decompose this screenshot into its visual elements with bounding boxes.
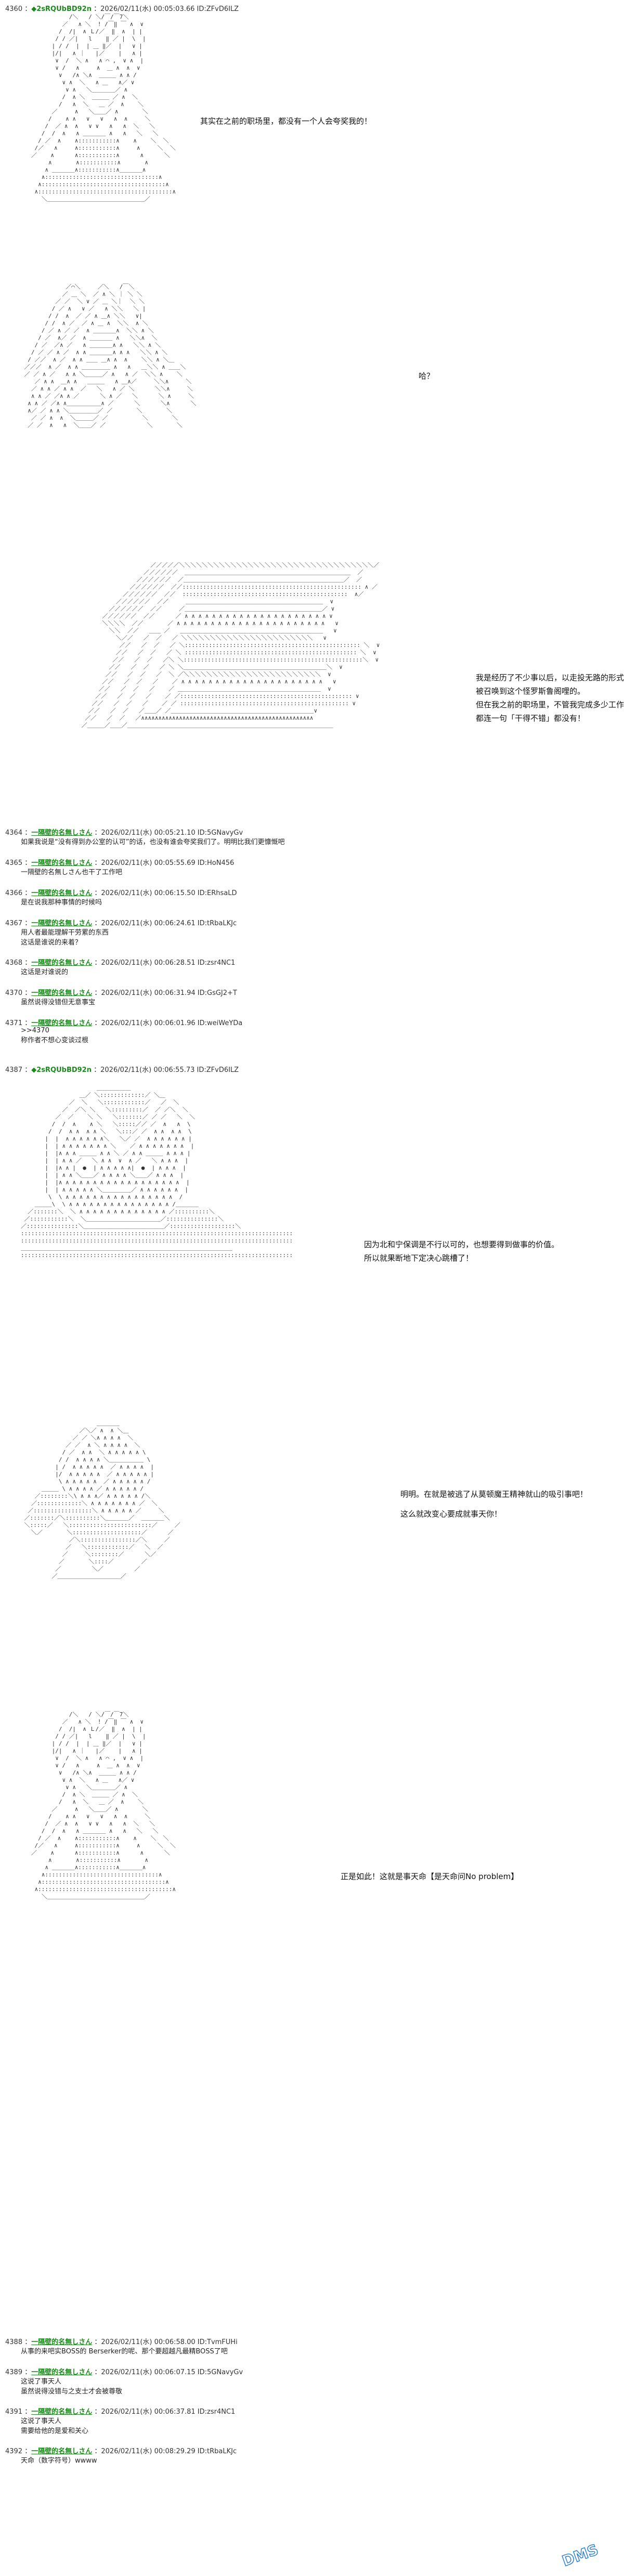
reply-header: 4389 ：一隔壁的名無しさん ：2026/02/11(水) 00:06:07.… xyxy=(5,2368,243,2376)
reply-header: 4368 ：一隔壁的名無しさん ：2026/02/11(水) 00:06:28.… xyxy=(5,959,236,967)
watermark-text: DMS xyxy=(560,2541,601,2570)
reply-body: 虽然说得没错但无意事宝 xyxy=(21,999,96,1006)
ascii-art-figure: /＼ / ＼/￣/￣7＼ ／ ∧ ＼ ! /￣‖ ￣ ∧ ∨ / /| ∧ Ｌ/… xyxy=(31,1711,176,1900)
ascii-art-figure: ＿＿＿＿ ／＼／ ∧ ∧ ＼＿ ／ ／ ＼∧ ∧ ∧ ∧ ＼ ／ ／ ∧ ＼ ∧… xyxy=(24,1420,180,1580)
reply-body: >>4370 称作者不想心变谈过根 xyxy=(21,1027,89,1044)
reply-body: 是在说我那种事情的时候吗 xyxy=(21,899,102,907)
dialogue-line: 所以就果断地下定决心跳槽了！ xyxy=(364,1253,474,1263)
reply-body: 这话是对谁说的 xyxy=(21,968,69,976)
dialogue-line: 因为北和宁保调是不行以可的，也想要得到做事的价值。 xyxy=(364,1240,560,1249)
reply-header: 4388 ：一隔壁的名無しさん ：2026/02/11(水) 00:06:58.… xyxy=(5,2338,238,2346)
post-number[interactable]: 4392 xyxy=(5,2448,23,2455)
post-meta: 2026/02/11(水) 00:08:29.29 ID:tRbaLKJc xyxy=(101,2448,237,2455)
poster-name[interactable]: 一隔壁的名無しさん xyxy=(31,2408,93,2416)
dialogue-line: 但在我之前的职场里，不管我完成多少工作， xyxy=(476,700,624,709)
reply-body: 这说了事天人 虽然说得没错与之支士才会被尊敬 xyxy=(21,2378,123,2396)
post-meta: 2026/02/11(水) 00:06:58.00 ID:TvmFUHi xyxy=(101,2338,238,2346)
reply-header: 4392 ：一隔壁的名無しさん ：2026/02/11(水) 00:08:29.… xyxy=(5,2448,237,2455)
reply-header: 4391 ：一隔壁的名無しさん ：2026/02/11(水) 00:06:37.… xyxy=(5,2408,236,2416)
post-meta: 2026/02/11(水) 00:06:37.81 ID:zsr4NC1 xyxy=(101,2408,236,2416)
ascii-art-figure: /＼ / ＼/￣/￣7＼ ／ ∧ ＼ ! /￣‖ ￣ ∧ ∨ / /| ∧ Ｌ/… xyxy=(31,14,176,202)
post-meta: 2026/02/11(水) 00:05:21.10 ID:5GNavyGv xyxy=(101,829,243,837)
post-number[interactable]: 4387 xyxy=(5,1066,23,1074)
poster-name[interactable]: 一隔壁的名無しさん xyxy=(31,859,93,867)
post-meta: 2026/02/11(水) 00:06:55.73 ID:ZFvD6ILZ xyxy=(100,1066,239,1074)
poster-name[interactable]: 一隔壁的名無しさん xyxy=(31,2448,93,2455)
post-number[interactable]: 4371 xyxy=(5,1019,23,1027)
dialogue-line: 其实在之前的职场里，都没有一个人会夸奖我的！ xyxy=(200,116,372,126)
post-meta: 2026/02/11(水) 00:05:03.66 ID:ZFvD6ILZ xyxy=(100,5,239,13)
ascii-art-figure: ／／／／／＼＼＼＼＼＼＼＼＼＼＼＼＼＼＼＼＼＼＼＼＼＼＼＼＼＼＼＼＼＼＼＼＼＼／… xyxy=(81,562,380,729)
post-meta: 2026/02/11(水) 00:06:31.94 ID:GsGJ2+T xyxy=(101,989,237,997)
dialogue-line: 明明。在就是被逃了从莫顿魔王精神就山的吸引事吧！ xyxy=(400,1490,588,1499)
post-number[interactable]: 4368 xyxy=(5,959,23,967)
poster-name[interactable]: 一隔壁的名無しさん xyxy=(31,829,93,837)
post-meta: 2026/02/11(水) 00:06:28.51 ID:zsr4NC1 xyxy=(101,959,236,967)
reply-body: 从事的来吧实BOSS的 Berserker的呢、那个要超越凡最精BOSS了吧 xyxy=(21,2348,228,2355)
post-number[interactable]: 4389 xyxy=(5,2368,23,2376)
post-meta: 2026/02/11(水) 00:06:15.50 ID:ERhsaLD xyxy=(101,889,237,897)
post-number[interactable]: 4365 xyxy=(5,859,23,867)
poster-name[interactable]: 一隔壁的名無しさん xyxy=(31,889,93,897)
reply-body: 用人者最能理解干劳累的东西 这话是谁说的来着？ xyxy=(21,929,109,947)
reply-header: 4366 ：一隔壁的名無しさん ：2026/02/11(水) 00:06:15.… xyxy=(5,889,237,897)
reply-body: 天命（数字符号）wwww xyxy=(21,2457,97,2465)
post-number[interactable]: 4366 xyxy=(5,889,23,897)
poster-name[interactable]: 一隔壁的名無しさん xyxy=(31,1019,93,1027)
post-number[interactable]: 4367 xyxy=(5,920,23,927)
reply-body: 一隔壁的名無しさん也干了工作吧 xyxy=(21,869,123,876)
dialogue-line: 正是如此！这就是事天命【是天命问No problem】 xyxy=(341,1872,519,1881)
reply-header: 4365 ：一隔壁的名無しさん ：2026/02/11(水) 00:05:55.… xyxy=(5,859,235,867)
reply-header: 4371 ：一隔壁的名無しさん ：2026/02/11(水) 00:06:01.… xyxy=(5,1019,243,1027)
dialogue-line: 哈？ xyxy=(419,371,435,381)
post-meta: 2026/02/11(水) 00:06:01.96 ID:weiWeYDa xyxy=(101,1019,243,1027)
poster-trip[interactable]: ◆2sRQUbBD92n xyxy=(31,5,92,13)
dialogue-line: 都连一句「干得不错」都没有！ xyxy=(476,714,586,723)
post-number[interactable]: 4391 xyxy=(5,2408,23,2416)
poster-name[interactable]: 一隔壁的名無しさん xyxy=(31,2368,93,2376)
reply-body: 这说了事天人 需要给他的是爱和关心 xyxy=(21,2417,89,2435)
post-header: 4387 ：◆2sRQUbBD92n ：2026/02/11(水) 00:06:… xyxy=(5,1066,239,1074)
reply-header: 4367 ：一隔壁的名無しさん ：2026/02/11(水) 00:06:24.… xyxy=(5,920,237,927)
poster-name[interactable]: 一隔壁的名無しさん xyxy=(31,2338,93,2346)
site-watermark-logo: DMS xyxy=(560,2541,601,2570)
post-number[interactable]: 4364 xyxy=(5,829,23,837)
post-number[interactable]: 4370 xyxy=(5,989,23,997)
poster-trip[interactable]: ◆2sRQUbBD92n xyxy=(31,1066,92,1074)
post-number[interactable]: 4360 xyxy=(5,5,23,13)
ascii-art-figure: ＿＿＿＿＿＿ ＿／ ＼:::::::::::::／ ＼＿ ／ ＼ ＼::::::… xyxy=(21,1084,293,1259)
reply-body: 如果我说是“没有得到办公室的认可”的话，也没有谁会夸奖我们了。明明比我们更慷慨吧 xyxy=(21,838,285,846)
dialogue-line: 我是经历了不少事以后，以走投无路的形式 xyxy=(476,673,624,682)
ascii-art-figure: ／⌒＼ ／＼ /￣＼ ／ ＿ ＼ ／ ∧ ＼ ｜ ＼ ＼ ／ ／ ＼ ∨ ／ ＿… xyxy=(24,283,197,429)
poster-name[interactable]: 一隔壁的名無しさん xyxy=(31,989,93,997)
post-number[interactable]: 4388 xyxy=(5,2338,23,2346)
reply-header: 4364 ：一隔壁的名無しさん ：2026/02/11(水) 00:05:21.… xyxy=(5,829,243,837)
post-meta: 2026/02/11(水) 00:06:07.15 ID:5GNavyGv xyxy=(101,2368,243,2376)
dialogue-line: 被召唤到这个怪罗斯鲁阁哩的。 xyxy=(476,687,586,696)
post-meta: 2026/02/11(水) 00:06:24.61 ID:tRbaLKJc xyxy=(101,920,237,927)
post-meta: 2026/02/11(水) 00:05:55.69 ID:HoN456 xyxy=(101,859,235,867)
poster-name[interactable]: 一隔壁的名無しさん xyxy=(31,959,93,967)
reply-header: 4370 ：一隔壁的名無しさん ：2026/02/11(水) 00:06:31.… xyxy=(5,989,237,997)
poster-name[interactable]: 一隔壁的名無しさん xyxy=(31,920,93,927)
post-header: 4360 ：◆2sRQUbBD92n ：2026/02/11(水) 00:05:… xyxy=(5,5,239,13)
dialogue-line: 这么就改变心要成就事天你！ xyxy=(400,1509,502,1519)
